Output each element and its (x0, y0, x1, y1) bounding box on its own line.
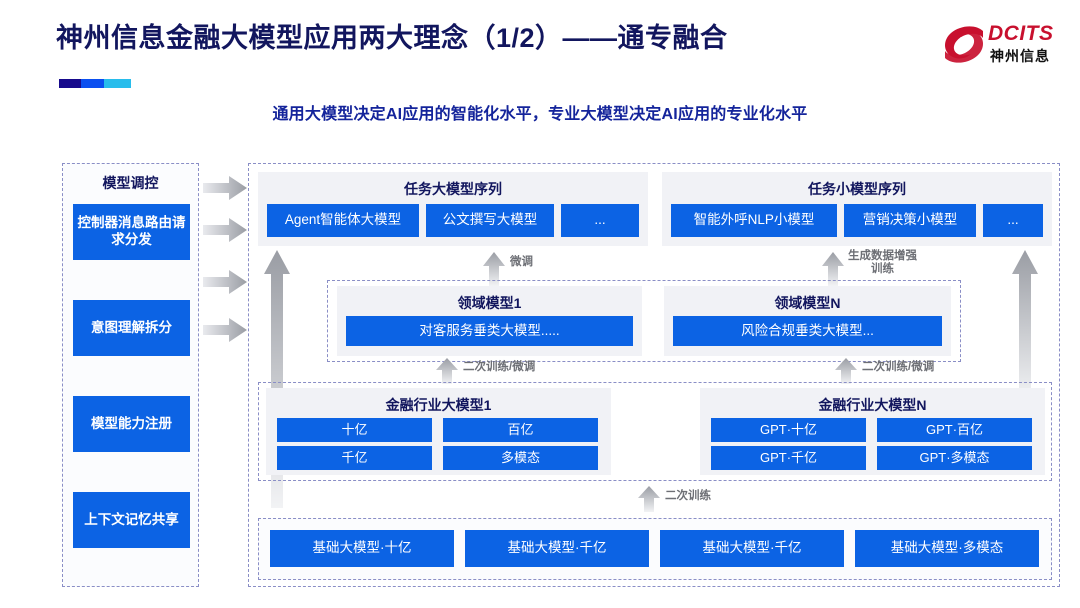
task-large-chip-1[interactable]: 公文撰写大模型 (426, 204, 554, 237)
control-item-0[interactable]: 控制器消息路由请求分发 (73, 204, 190, 260)
logo-brand-en: DCITS (988, 22, 1054, 45)
task-large-sequence-title: 任务大模型序列 (404, 181, 502, 197)
industry-model-n-card: 金融行业大模型N GPT·十亿 GPT·百亿 GPT·千亿 GPT·多模态 (700, 388, 1045, 475)
accent-segment-3 (103, 79, 131, 88)
industry-model-group-frame (258, 382, 1052, 481)
flow-arrow-up-retrain-left (436, 358, 458, 384)
flow-arrow-up-data-aug (822, 252, 844, 286)
domain-model-1-card: 领域模型1 对客服务垂类大模型..... (337, 286, 642, 356)
flow-arrow-right-1 (203, 176, 247, 200)
foundation-chip-0[interactable]: 基础大模型·十亿 (270, 530, 454, 567)
dcits-swirl-icon (945, 26, 983, 63)
architecture-frame (248, 163, 1060, 587)
control-item-2[interactable]: 模型能力注册 (73, 396, 190, 452)
foundation-chip-2[interactable]: 基础大模型·千亿 (660, 530, 844, 567)
slide-subtitle: 通用大模型决定AI应用的智能化水平，专业大模型决定AI应用的专业化水平 (272, 106, 808, 123)
domain-model-1-title: 领域模型1 (457, 295, 522, 311)
industry-model-n-chip-3[interactable]: GPT·多模态 (877, 446, 1032, 470)
industry-model-1-title: 金融行业大模型1 (385, 397, 492, 413)
domain-model-group-frame (327, 280, 961, 362)
accent-segment-1 (59, 79, 81, 88)
industry-model-1-chip-1[interactable]: 百亿 (443, 418, 598, 442)
flow-arrow-right-2 (203, 218, 247, 242)
flow-arrow-up-left-tall (264, 250, 290, 508)
flow-label-retrain-center: 二次训练 (665, 490, 711, 502)
task-large-chip-0[interactable]: Agent智能体大模型 (267, 204, 419, 237)
control-item-3[interactable]: 上下文记忆共享 (73, 492, 190, 548)
flow-arrow-up-right-tall (1012, 250, 1038, 400)
page-title: 神州信息金融大模型应用两大理念（1/2）——通专融合 (56, 23, 728, 53)
domain-model-n-title: 领域模型N (774, 295, 841, 311)
control-item-1[interactable]: 意图理解拆分 (73, 300, 190, 356)
task-small-chip-2[interactable]: ... (983, 204, 1043, 237)
task-small-chip-0[interactable]: 智能外呼NLP小模型 (671, 204, 837, 237)
task-small-chip-1[interactable]: 营销决策小模型 (844, 204, 976, 237)
logo-brand-cn: 神州信息 (990, 48, 1050, 64)
flow-label-fine-tune: 微调 (510, 256, 533, 268)
task-small-sequence-title: 任务小模型序列 (808, 181, 906, 197)
flow-arrow-up-retrain-center (638, 486, 660, 512)
domain-model-n-chip[interactable]: 风险合规垂类大模型... (673, 316, 942, 346)
flow-arrow-right-4 (203, 318, 247, 342)
domain-model-1-chip[interactable]: 对客服务垂类大模型..... (346, 316, 633, 346)
industry-model-1-chip-3[interactable]: 多模态 (443, 446, 598, 470)
flow-arrow-up-retrain-right (835, 358, 857, 384)
industry-model-1-card: 金融行业大模型1 十亿 百亿 千亿 多模态 (266, 388, 611, 475)
industry-model-1-chip-0[interactable]: 十亿 (277, 418, 432, 442)
industry-model-n-chip-1[interactable]: GPT·百亿 (877, 418, 1032, 442)
flow-label-data-aug: 生成数据增强 训练 (848, 250, 917, 276)
control-panel: 模型调控 控制器消息路由请求分发 意图理解拆分 模型能力注册 上下文记忆共享 (62, 163, 199, 587)
domain-model-n-card: 领域模型N 风险合规垂类大模型... (664, 286, 951, 356)
task-large-chip-2[interactable]: ... (561, 204, 639, 237)
accent-segment-2 (80, 79, 104, 88)
industry-model-n-chip-0[interactable]: GPT·十亿 (711, 418, 866, 442)
accent-bar (59, 79, 131, 88)
flow-label-retrain-right: 二次训练/微调 (862, 361, 935, 373)
task-large-sequence-card: 任务大模型序列 Agent智能体大模型 公文撰写大模型 ... (258, 172, 648, 246)
flow-arrow-right-3 (203, 270, 247, 294)
industry-model-n-title: 金融行业大模型N (818, 397, 927, 413)
foundation-chip-3[interactable]: 基础大模型·多模态 (855, 530, 1039, 567)
foundation-chip-1[interactable]: 基础大模型·千亿 (465, 530, 649, 567)
control-panel-title: 模型调控 (102, 175, 159, 191)
industry-model-1-chip-2[interactable]: 千亿 (277, 446, 432, 470)
flow-arrow-up-fine-tune (483, 252, 505, 286)
company-logo: DCITS 神州信息 (942, 20, 1066, 72)
flow-label-retrain-left: 二次训练/微调 (463, 361, 536, 373)
task-small-sequence-card: 任务小模型序列 智能外呼NLP小模型 营销决策小模型 ... (662, 172, 1052, 246)
industry-model-n-chip-2[interactable]: GPT·千亿 (711, 446, 866, 470)
